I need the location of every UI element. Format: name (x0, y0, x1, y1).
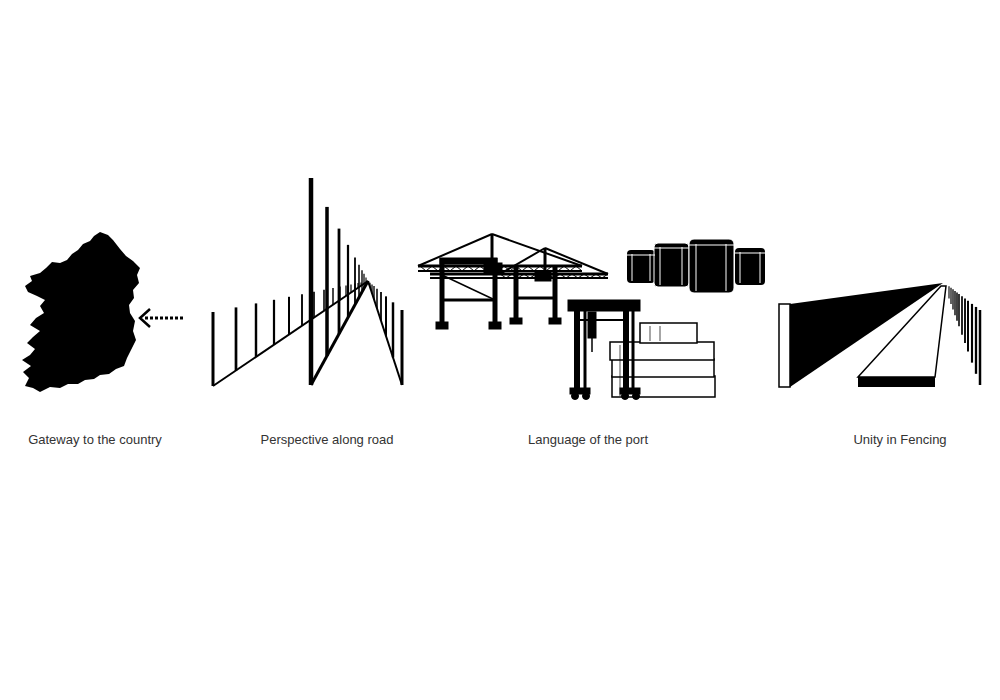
fence-post (313, 292, 315, 318)
fence-post (235, 307, 238, 370)
fence-post (979, 310, 982, 385)
road-fence (213, 178, 402, 386)
fence-wall (779, 283, 946, 387)
fence-post (361, 270, 362, 292)
fence-post (365, 277, 366, 284)
caption-label: Perspective along road (261, 432, 394, 447)
caption-label: Language of the port (528, 432, 648, 447)
fence-post (967, 301, 969, 352)
caption-label: Unity in Fencing (853, 432, 946, 447)
fence-post (964, 299, 966, 344)
fence-post (971, 304, 973, 363)
fence-post (385, 296, 387, 336)
ship-crane (430, 248, 608, 324)
fence-post (952, 289, 953, 309)
fence-post (338, 229, 341, 334)
fence-post (956, 292, 957, 320)
fence-post (392, 302, 394, 357)
road-edge (213, 281, 368, 386)
arrow-head (140, 309, 150, 327)
fence-post (950, 288, 951, 304)
fence-post (958, 294, 960, 326)
fence-post (325, 207, 329, 356)
fence-post (363, 274, 364, 289)
fence-post (212, 312, 215, 386)
fence-post (347, 245, 349, 318)
fence-post (309, 178, 314, 385)
fence-post (345, 285, 346, 296)
fence-post (961, 296, 963, 334)
fence-post (301, 294, 303, 326)
fence-post (323, 290, 325, 311)
fence-post (354, 258, 356, 305)
fence-post (288, 297, 290, 335)
fence-post (380, 292, 382, 321)
fence-post (273, 300, 275, 345)
fence-posts (949, 286, 980, 385)
storage-tanks (627, 239, 765, 293)
fence-post (401, 310, 404, 385)
fence-post (954, 291, 955, 315)
fence-post (373, 286, 374, 299)
caption-label: Gateway to the country (28, 432, 162, 447)
dashed-arrow (145, 317, 183, 320)
fence-post (948, 286, 949, 298)
fence-post (350, 284, 351, 292)
fence-post (376, 289, 378, 309)
fence-post (369, 283, 370, 287)
ship-crane (418, 234, 582, 329)
gantry-crane (568, 300, 640, 400)
fence-post (371, 284, 372, 293)
fence-post (975, 307, 977, 374)
road-edge (368, 281, 402, 385)
fence-post (255, 303, 257, 356)
fence-post (332, 288, 333, 305)
ireland-map (22, 232, 140, 392)
fence-post (358, 265, 360, 298)
